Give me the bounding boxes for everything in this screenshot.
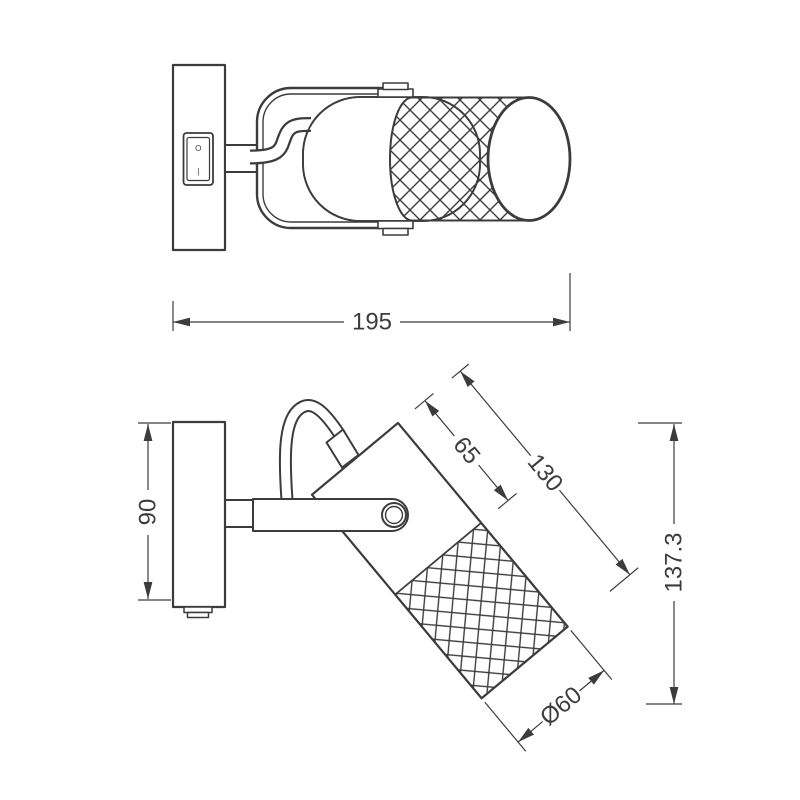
- dim-label-backplate-height: 90: [135, 499, 162, 526]
- mesh-shade-front: [393, 521, 569, 700]
- dim-label-head-front: 65: [448, 432, 486, 470]
- dim-label-head-diameter: Ø60: [535, 681, 587, 731]
- dim-label-overall-depth: 195: [352, 309, 392, 336]
- pivot-joint-inner: [384, 505, 404, 525]
- power-cable-side: [249, 117, 312, 165]
- cable-gland: [325, 428, 360, 469]
- switch-on-mark: |: [197, 167, 199, 176]
- clip-bottom: [377, 220, 414, 236]
- front-view: 65 130 Ø60: [135, 363, 688, 752]
- clip-top: [377, 82, 414, 98]
- lamp-head-group: 65 130 Ø60: [310, 363, 639, 752]
- switch-off-mark: O: [195, 144, 201, 153]
- front-cap: [486, 96, 572, 222]
- power-cable-front: [278, 399, 346, 501]
- dim-backplate-height: 90: [135, 422, 171, 601]
- wall-plate-front: [171, 420, 227, 609]
- dim-label-overall-height: 137.3: [661, 532, 688, 592]
- dim-label-head-length: 130: [522, 449, 568, 497]
- rocker-switch: O |: [182, 132, 214, 186]
- switch-button-front: [183, 606, 213, 619]
- side-view: O |: [171, 63, 572, 336]
- mounting-stem-front: [224, 499, 254, 528]
- dim-overall-depth: 195: [172, 273, 571, 336]
- pivot-arm: [252, 498, 409, 532]
- switch-rocker: [186, 136, 211, 182]
- dim-overall-height: 137.3: [638, 422, 688, 705]
